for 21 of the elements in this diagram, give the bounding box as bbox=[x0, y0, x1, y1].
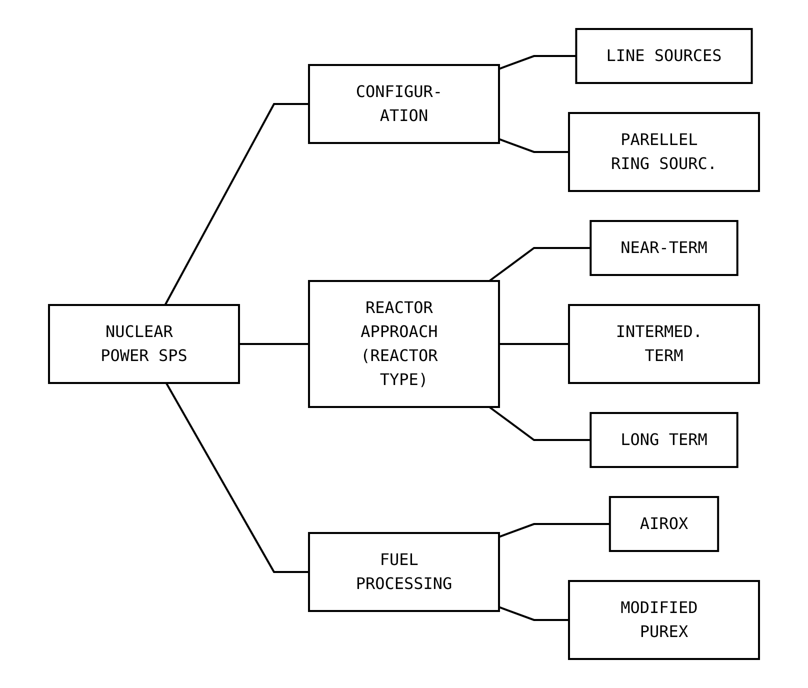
node-box: MODIFIED PUREX bbox=[568, 580, 760, 660]
connector bbox=[239, 343, 309, 345]
node-box: LINE SOURCES bbox=[575, 28, 753, 84]
connector bbox=[498, 523, 610, 538]
node-box: INTERMED. TERM bbox=[568, 304, 760, 384]
node-box: NUCLEAR POWER SPS bbox=[48, 304, 240, 384]
node-box: CONFIGUR- ATION bbox=[308, 64, 500, 144]
node-box: FUEL PROCESSING bbox=[308, 532, 500, 612]
node-box: REACTOR APPROACH (REACTOR TYPE) bbox=[308, 280, 500, 408]
connector bbox=[165, 382, 309, 573]
connector bbox=[488, 406, 591, 441]
connector bbox=[164, 103, 309, 306]
node-box: NEAR-TERM bbox=[590, 220, 738, 276]
connector bbox=[498, 55, 576, 70]
node-box: LONG TERM bbox=[590, 412, 738, 468]
node-box: AIROX bbox=[608, 496, 720, 552]
connector bbox=[488, 247, 591, 282]
connector bbox=[498, 138, 569, 153]
node-box: PARELLEL RING SOURC. bbox=[568, 112, 760, 192]
connector bbox=[499, 343, 569, 345]
connector bbox=[498, 606, 569, 621]
